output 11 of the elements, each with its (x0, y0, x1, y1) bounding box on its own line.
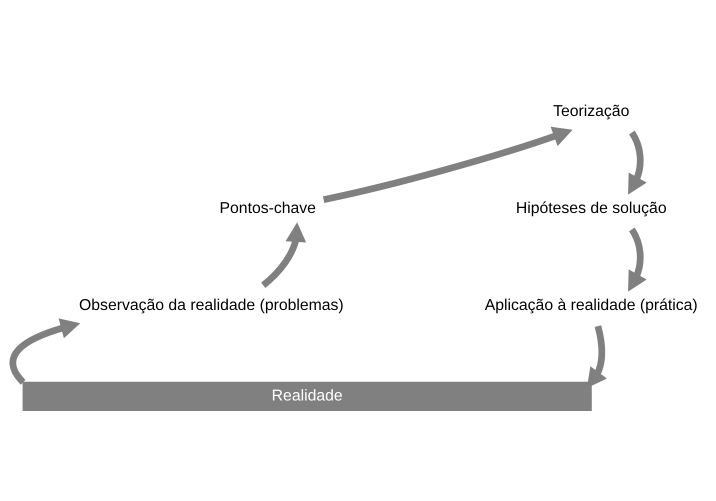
arrow (261, 222, 306, 288)
arrow (628, 130, 647, 194)
node-text: Aplicação à realidade (prática) (484, 296, 698, 314)
node-text: Teorização (553, 102, 630, 120)
node-box: Realidade (22, 381, 592, 411)
node-text: Observação da realidade (problemas) (79, 296, 344, 314)
arrow (586, 324, 607, 388)
arrow (322, 126, 573, 202)
node-text: Hipóteses de solução (516, 199, 667, 216)
node-text: Pontos-chave (220, 199, 316, 216)
arrow (628, 227, 647, 292)
